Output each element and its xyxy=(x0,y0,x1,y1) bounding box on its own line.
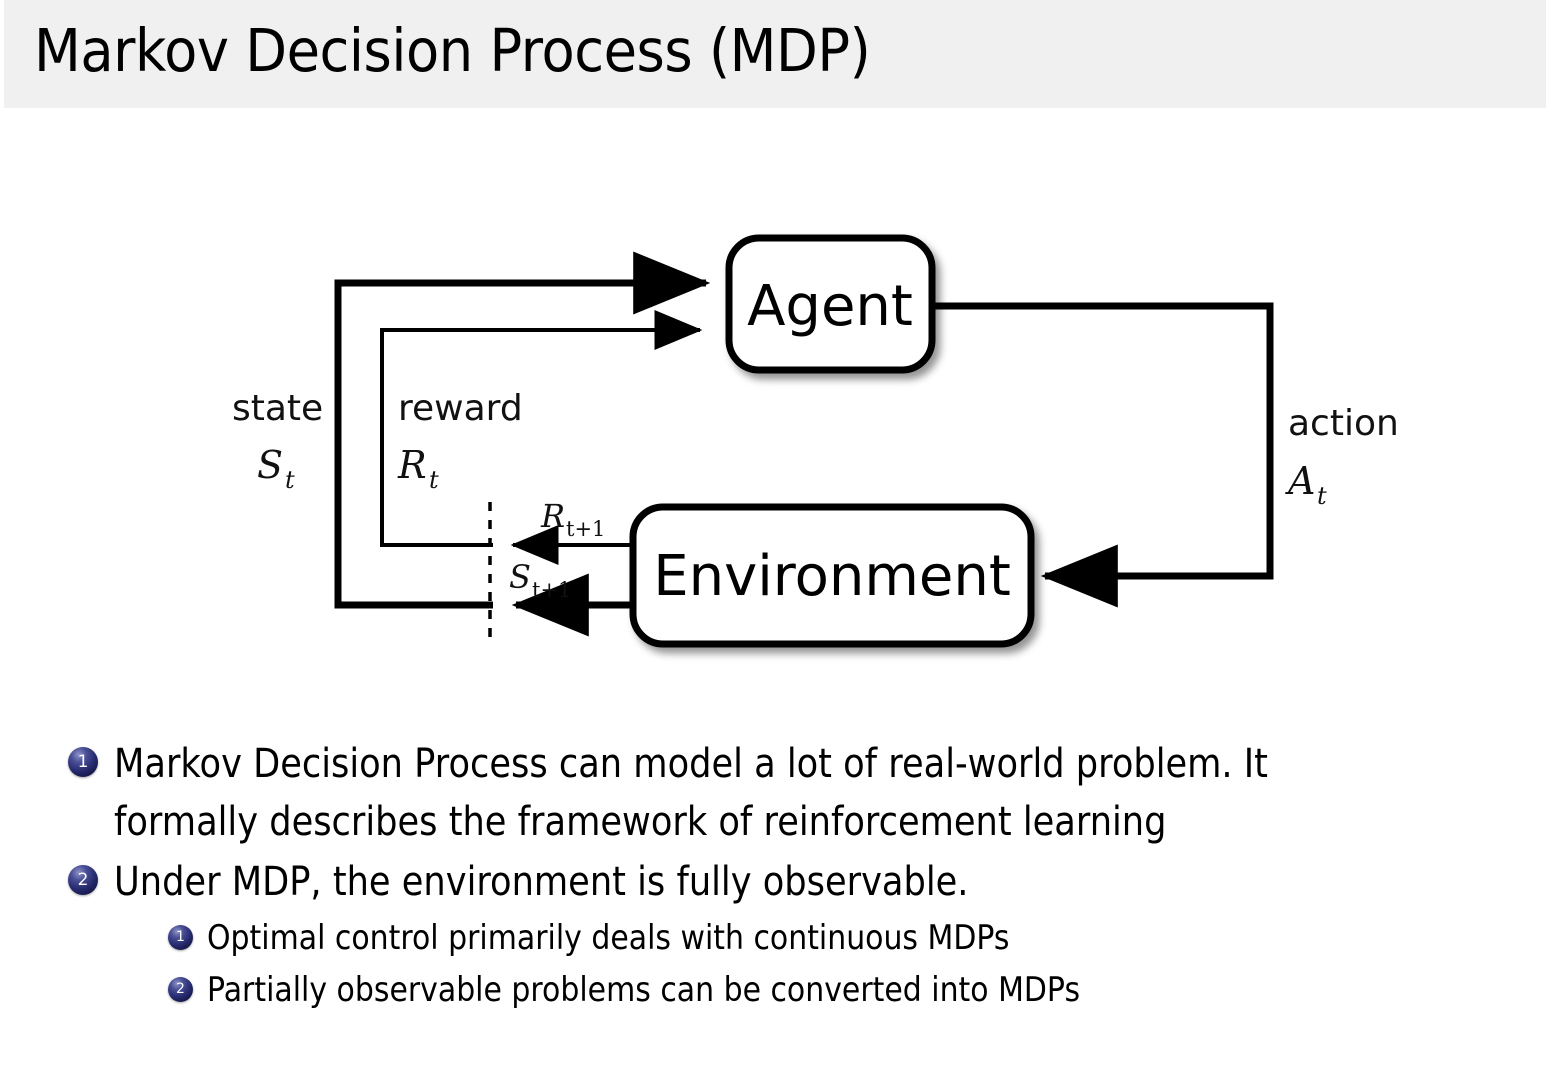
list-item: 1 Optimal control primarily deals with c… xyxy=(0,913,1546,964)
state-label-symbol-subscript: t xyxy=(285,466,295,494)
action-edge xyxy=(930,302,1274,608)
action-label-word: action xyxy=(1288,403,1399,444)
bullet-marker-2: 2 xyxy=(68,865,98,895)
environment-node: Environment xyxy=(629,503,1035,648)
state-label-word: state xyxy=(232,388,323,429)
slide-header-band: Markov Decision Process (MDP) xyxy=(4,0,1546,108)
reward-label-symbol: R xyxy=(397,443,427,487)
page-title: Markov Decision Process (MDP) xyxy=(34,16,871,85)
reward-edge xyxy=(380,310,703,547)
action-label-group: action A t xyxy=(1285,403,1399,510)
list-item-text: Markov Decision Process can model a lot … xyxy=(114,741,1268,845)
reward-label-symbol-subscript: t xyxy=(429,466,439,494)
reward-label-group: reward R t xyxy=(397,388,523,494)
environment-node-label: Environment xyxy=(653,544,1011,609)
agent-node: Agent xyxy=(725,234,936,374)
mdp-agent-environment-diagram: Agent Environment state S t reward R t a… xyxy=(0,110,1546,710)
sub-list-item-text: Optimal control primarily deals with con… xyxy=(207,918,1010,958)
bullet-list: 1 Markov Decision Process can model a lo… xyxy=(0,735,1546,1017)
next-state-label-group: S t+1 xyxy=(509,558,571,602)
action-label-symbol-subscript: t xyxy=(1317,482,1327,510)
list-item: 1 Markov Decision Process can model a lo… xyxy=(0,735,1546,851)
next-state-label-subscript: t+1 xyxy=(532,578,571,602)
state-label-group: state S t xyxy=(232,388,323,494)
reward-label-word: reward xyxy=(398,388,523,429)
sub-bullet-marker-2: 2 xyxy=(168,977,193,1002)
action-label-symbol: A xyxy=(1285,459,1315,503)
sub-list-item-text: Partially observable problems can be con… xyxy=(207,970,1081,1010)
next-reward-label-subscript: t+1 xyxy=(566,517,605,541)
next-reward-label-group: R t+1 xyxy=(540,497,605,541)
bullet-marker-1: 1 xyxy=(68,747,98,777)
next-state-label-symbol: S xyxy=(509,558,531,596)
list-item-text: Under MDP, the environment is fully obse… xyxy=(114,859,969,905)
state-edge xyxy=(334,251,711,609)
agent-node-label: Agent xyxy=(747,274,913,339)
list-item: 2 Under MDP, the environment is fully ob… xyxy=(0,853,1546,911)
next-reward-label-symbol: R xyxy=(540,497,565,535)
sub-bullet-marker-1: 1 xyxy=(168,925,193,950)
state-label-symbol: S xyxy=(257,443,283,487)
list-item: 2 Partially observable problems can be c… xyxy=(0,965,1546,1016)
